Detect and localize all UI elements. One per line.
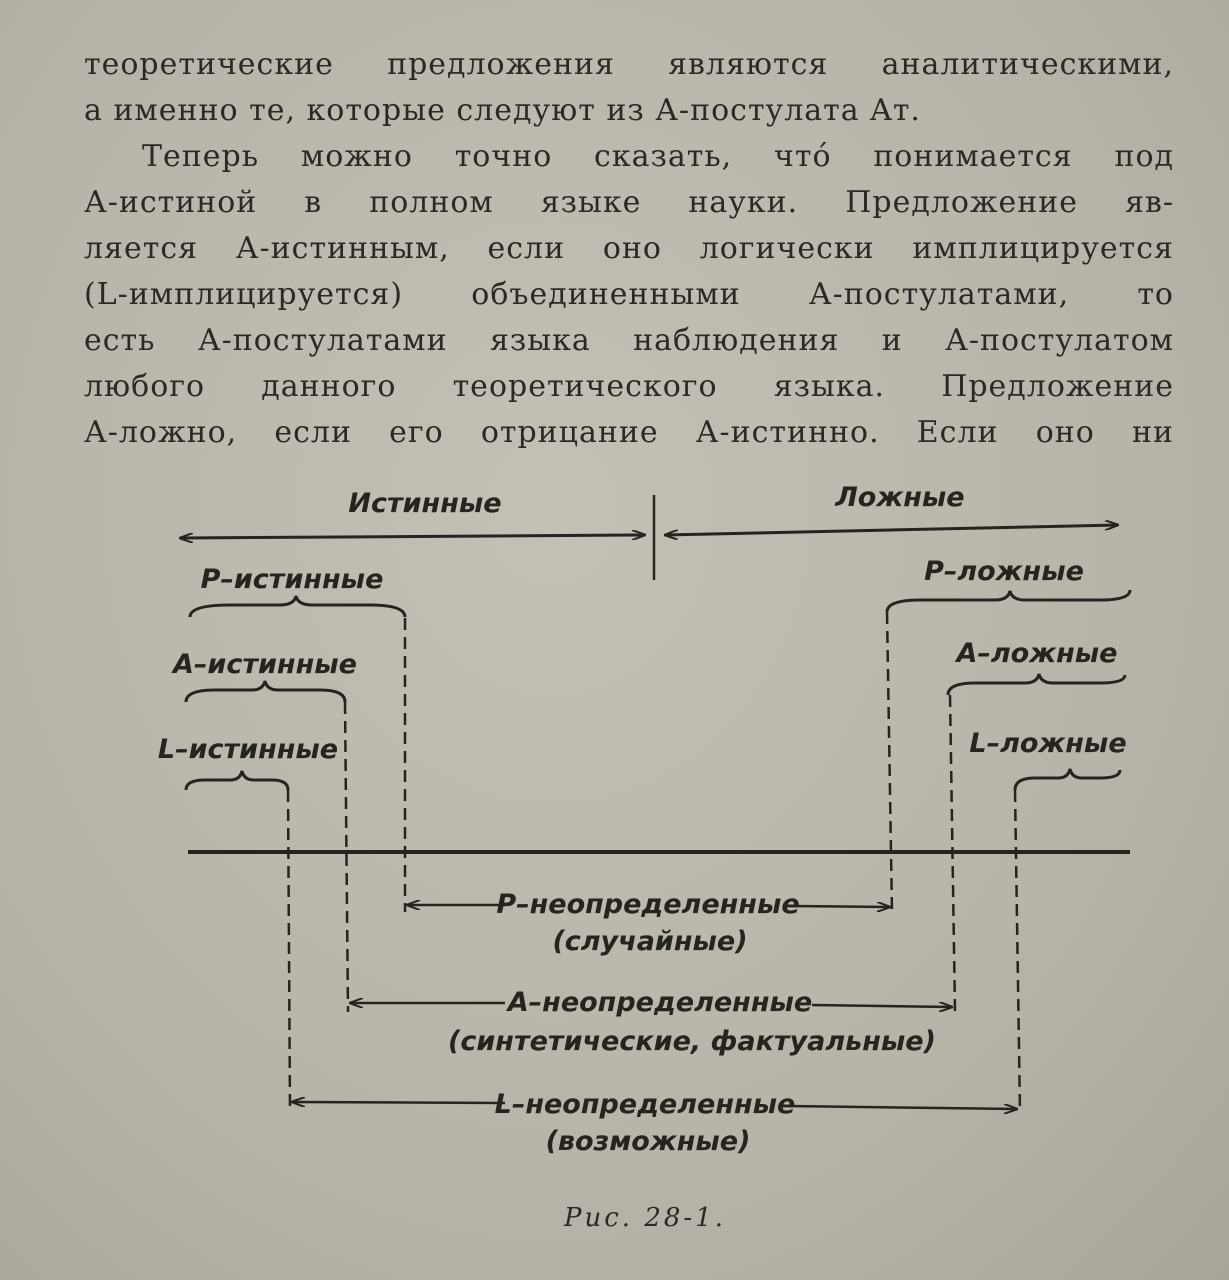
text-line: А-ложно, если его отрицание А-истинно. Е…	[84, 415, 1174, 450]
l-indet-label: L–неопределенные	[495, 1089, 796, 1120]
a-indet-label: A–неопределенные	[506, 987, 812, 1018]
false-label: Ложные	[834, 482, 964, 513]
text-line: теоретические предложения являются анали…	[84, 47, 1174, 82]
text-line: любого данного теоретического языка. Пре…	[84, 369, 1174, 404]
text-line: есть А-постулатами языка наблюдения и А-…	[84, 323, 1174, 358]
p-false-label: P–ложные	[924, 556, 1084, 587]
false-range-arrow	[665, 525, 1118, 535]
l-true-brace	[184, 770, 290, 791]
l-false-brace	[1013, 768, 1122, 791]
p-indet-label: P–неопределенные	[496, 889, 799, 920]
body-text: теоретические предложения являются анали…	[84, 42, 1174, 456]
a-indet-sub: (синтетические, фактуальные)	[448, 1026, 936, 1057]
l-false-label: L–ложные	[969, 728, 1126, 759]
figure-caption: Рис. 28-1.	[563, 1203, 726, 1233]
true-range-arrow	[180, 535, 645, 538]
text-line: Теперь можно точно сказать, что́ понимае…	[142, 139, 1174, 174]
text-line: А-истиной в полном языке науки. Предложе…	[84, 185, 1174, 220]
p-false-brace	[885, 589, 1132, 613]
a-false-brace	[946, 673, 1127, 696]
a-true-label: A–истинные	[171, 649, 357, 680]
true-label: Истинные	[348, 488, 501, 519]
boundary-lines	[286, 611, 1022, 1113]
l-indet-arrow-right	[787, 1106, 1017, 1109]
a-true-brace	[184, 680, 347, 703]
l-true-label: L–истинные	[158, 734, 338, 765]
text-line: (L-имплицируется) объединенными А-постул…	[84, 277, 1174, 312]
p-true-label: P–истинные	[201, 564, 384, 595]
p-indet-arrow-right	[791, 906, 890, 907]
l-indet-sub: (возможные)	[546, 1126, 751, 1157]
a-indet-arrow-right	[811, 1005, 952, 1007]
a-false-label: A–ложные	[955, 638, 1118, 669]
l-indet-arrow-left	[292, 1102, 506, 1103]
p-indet-sub: (случайные)	[552, 926, 747, 957]
p-true-brace	[188, 595, 407, 618]
text-line: ляется А-истинным, если оно логически им…	[84, 231, 1174, 266]
text-line: а именно те, которые следуют из А-постул…	[84, 93, 921, 128]
